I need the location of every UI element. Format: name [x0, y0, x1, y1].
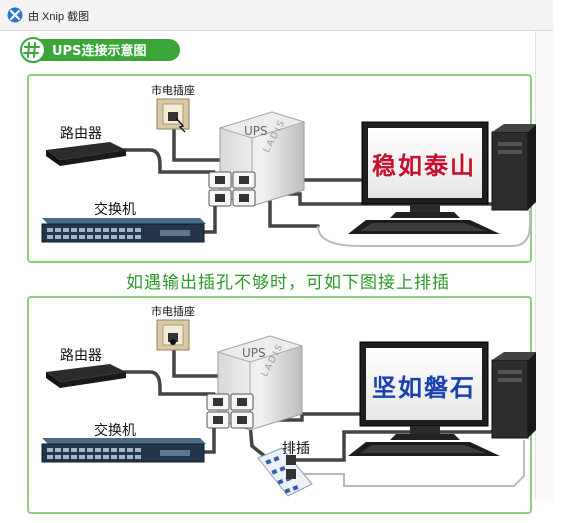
diagram-title-badge: [20, 37, 180, 63]
diagram2-outlet-label: 市电插座: [151, 305, 195, 318]
xnip-app-icon: [7, 7, 23, 23]
diagram2-computer: [348, 341, 536, 456]
diagram1-ups-label: UPS: [244, 124, 268, 138]
diagram2-router-label: 路由器: [60, 348, 102, 364]
diagram1-router-label: 路由器: [60, 126, 102, 142]
diagram2-network-switch: [41, 438, 206, 463]
power-strip: [257, 447, 313, 497]
diagram1-ups-sockets: [208, 171, 256, 207]
diagram1-network-switch: [41, 218, 206, 243]
diagram1-computer: [348, 121, 536, 234]
diagram2-router: [46, 364, 126, 388]
power-strip-caption: 如遇输出插孔不够时，可如下图接上排插: [126, 273, 450, 293]
window-title: 由 Xnip 截图: [28, 11, 90, 23]
diagram1-switch-label: 交换机: [94, 202, 136, 218]
diagram2-ups-sockets: [206, 393, 254, 429]
diagram2-monitor-text: 坚如磐石: [372, 373, 476, 402]
diagram1-ups-unit: [208, 111, 306, 207]
diagram1-outlet-label: 市电插座: [151, 84, 195, 97]
diagram2-wall-outlet: [156, 319, 190, 351]
diagram1-router: [46, 142, 126, 166]
diagram1-cables-light: [317, 210, 531, 247]
window-titlebar: 由 Xnip 截图: [0, 0, 553, 31]
power-strip-label: 排插: [282, 441, 310, 457]
diagram2-ups-unit: [206, 335, 304, 431]
diagram2-ups-label: UPS: [242, 346, 266, 360]
diagram2-switch-label: 交换机: [94, 423, 136, 439]
scrollbar-track[interactable]: [535, 31, 554, 501]
diagram1-wall-outlet: [156, 98, 190, 133]
diagram1-monitor-text: 稳如泰山: [372, 151, 476, 180]
diagram-title: UPS连接示意图: [52, 44, 147, 59]
diagram2-cables-light: [296, 440, 525, 487]
